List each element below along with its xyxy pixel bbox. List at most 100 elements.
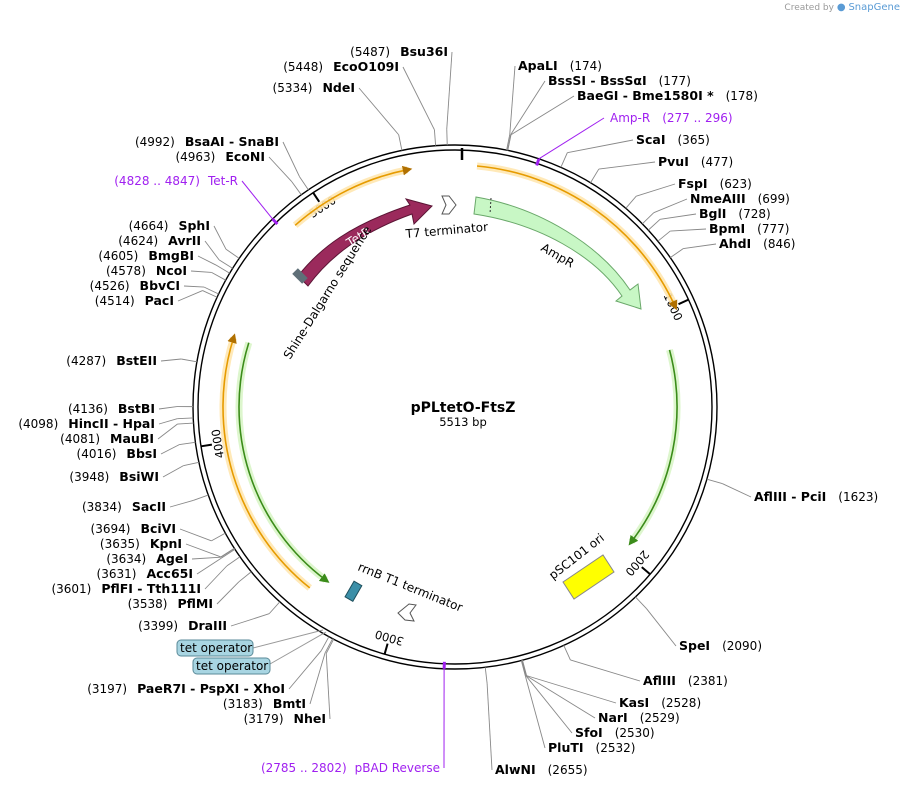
site-leader [670,228,707,232]
restriction-site-label[interactable]: PluTI(2532) [548,740,635,755]
site-leader [510,95,575,136]
site-tick [202,290,218,298]
restriction-site-label[interactable]: BaeGI - Bme1580I *(178) [577,88,758,103]
restriction-site-label[interactable]: AlwNI(2655) [495,762,588,777]
restriction-site-label[interactable]: (4664)SphI [129,218,210,233]
restriction-site-label[interactable]: NmeAIII(699) [690,191,790,206]
feature-ampr[interactable]: AmpR [473,196,642,310]
site-leader [196,557,222,575]
restriction-site-label[interactable]: (5334)NdeI [273,80,355,95]
tick-mark [678,298,689,306]
restriction-site-label[interactable]: SfoI(2530) [575,725,655,740]
restriction-site-label[interactable]: (3834)SacII [82,499,166,514]
restriction-site-label[interactable]: BssSI - BssSαI(177) [548,73,691,88]
site-leader [486,683,493,771]
primer-leader [538,117,605,160]
site-leader [177,290,203,302]
restriction-site-label[interactable]: AflIII - PciI(1623) [754,489,878,504]
site-tick [325,638,335,654]
restriction-site-label[interactable]: AhdI(846) [719,236,795,251]
feature-rrnb-terminator[interactable]: rrnB T1 terminator [344,560,465,622]
orf-arc-ori[interactable] [628,349,678,546]
tick-mark [383,643,389,655]
tet-operator-2-label: tet operator [196,659,268,673]
orf-arc-ampr[interactable] [476,165,678,311]
primer-label[interactable]: (2785 .. 2802)pBAD Reverse [261,761,440,775]
restriction-site-label[interactable]: ScaI(365) [636,132,710,147]
shine-dalgarno-box [292,268,308,284]
site-tick [706,478,723,484]
restriction-site-label[interactable]: KasI(2528) [619,695,701,710]
restriction-site-label[interactable]: (4526)BbvCI [90,278,180,293]
restriction-site-label[interactable]: (4624)AvrII [118,233,201,248]
restriction-site-label[interactable]: SpeI(2090) [679,638,762,653]
tick-label: 2000 [622,548,652,579]
site-tick [520,660,526,677]
restriction-site-label[interactable]: (4605)BmgBI [98,248,194,263]
restriction-site-label[interactable]: NarI(2529) [598,710,680,725]
site-tick [398,134,403,151]
restriction-site-label[interactable]: ApaLI(174) [518,58,602,73]
restriction-site-label[interactable]: (3601)PflFI - Tth111I [51,581,201,596]
restriction-site-label[interactable]: (3634)AgeI [106,551,188,566]
feature-psc101-ori[interactable]: pSC101 ori [546,531,615,600]
restriction-site-label[interactable]: BpmI(777) [709,221,789,236]
site-tick [433,129,437,146]
site-tick [225,248,240,259]
primer-label[interactable]: Amp-R(277 .. 296) [610,111,733,125]
restriction-site-label[interactable]: (5487)Bsu36I [350,44,448,59]
site-leader [230,613,270,627]
restriction-sites-layer: ApaLI(174)BssSI - BssSαI(177)BaeGI - Bme… [18,44,878,777]
site-leader [722,483,752,498]
orf-arc-tetr[interactable] [294,165,413,226]
site-tick [657,230,671,242]
site-tick [183,461,200,467]
restriction-site-label[interactable]: (5448)EcoO109I [283,59,399,74]
primer-label[interactable]: (4828 .. 4847)Tet-R [114,174,238,188]
site-tick [560,152,568,168]
site-leader [179,528,212,542]
restriction-site-label[interactable]: (3179)NheI [244,711,326,726]
site-tick [203,286,219,295]
restriction-site-label[interactable]: (4514)PacI [95,293,174,308]
restriction-site-label[interactable]: (4081)MauBI [60,431,154,446]
restriction-site-label[interactable]: (4136)BstBI [68,401,155,416]
restriction-site-label[interactable]: (3635)KpnI [100,536,182,551]
site-leader [185,543,222,558]
restriction-site-label[interactable]: (3197)PaeR7I - PspXI - XhoI [87,681,285,696]
restriction-site-label[interactable]: PvuI(477) [658,154,733,169]
restriction-site-label[interactable]: (4098)HincII - HpaI [18,416,155,431]
tet-operator-2[interactable]: tet operator [192,631,327,675]
restriction-site-label[interactable]: (3183)BmtI [223,696,306,711]
restriction-site-label[interactable]: FspI(623) [678,176,752,191]
site-tick [563,645,571,661]
restriction-site-label[interactable]: BglI(728) [699,206,771,221]
site-leader [183,285,205,288]
site-leader [158,418,178,425]
site-leader [169,500,194,508]
orf-arc-left-inner[interactable] [238,342,330,583]
site-leader [653,198,688,214]
restriction-site-label[interactable]: AflIII(2381) [643,673,728,688]
orf-arc-left-outer[interactable] [222,333,311,589]
restriction-site-label[interactable]: (4963)EcoNI [175,149,265,164]
orf-arcs-layer [219,162,681,591]
restriction-site-label[interactable]: (3694)BciVI [91,521,176,536]
restriction-site-label[interactable]: (4578)NcoI [106,263,187,278]
site-tick [642,212,655,225]
site-tick [218,259,233,269]
restriction-site-label[interactable]: (4287)BstEII [66,353,157,368]
site-leader [402,66,435,130]
site-tick [320,636,330,651]
site-leader [509,65,516,135]
site-leader [190,270,212,273]
tet-operator-1[interactable]: tet operator [176,629,324,657]
restriction-site-label[interactable]: (3631)Acc65I [97,566,193,581]
restriction-site-label[interactable]: (4016)BbsI [77,446,157,461]
restriction-site-label[interactable]: (3948)BsiWI [69,469,159,484]
site-tick [299,176,309,191]
restriction-site-label[interactable]: (4992)BsaAI - SnaBI [135,134,279,149]
site-leader [282,141,300,177]
restriction-site-label[interactable]: (3538)PflMI [128,596,213,611]
restriction-site-label[interactable]: (3399)DraIII [138,618,227,633]
